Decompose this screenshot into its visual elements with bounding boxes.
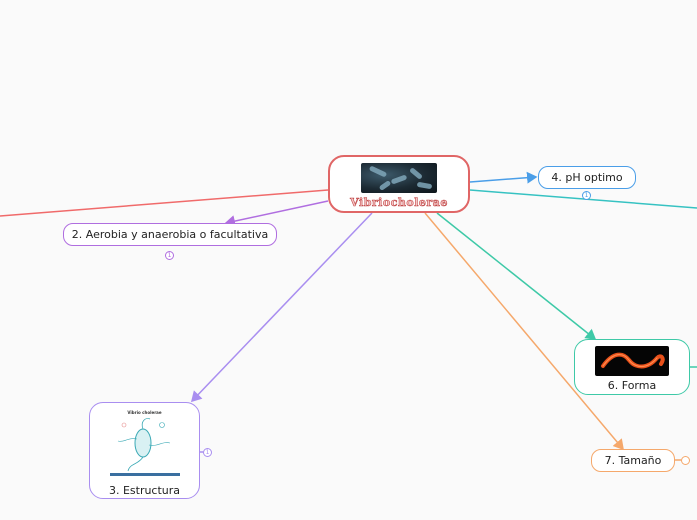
topic-tamano[interactable]: 7. Tamaño	[591, 449, 675, 472]
central-topic[interactable]: Vibriocholerae	[328, 155, 470, 213]
topic-ph-label: 4. pH optimo	[551, 171, 623, 184]
topic-estructura-label: 3. Estructura	[108, 484, 181, 497]
link-ph	[469, 171, 538, 184]
topic-ph-optimo[interactable]: 4. pH optimo	[538, 166, 636, 189]
link-tamano	[424, 212, 624, 451]
topic-aerobia-label: 2. Aerobia y anaerobia o facultativa	[71, 228, 269, 241]
link-estructura	[190, 212, 373, 403]
topic-tamano-label: 7. Tamaño	[604, 454, 662, 467]
collapse-toggle-tamano[interactable]	[681, 456, 690, 465]
collapse-toggle-estructura[interactable]: 1	[203, 448, 212, 457]
link-offscreen-left	[0, 189, 329, 217]
central-topic-title: Vibriocholerae	[350, 196, 448, 210]
structure-diagram-title: Vibrio cholerae	[127, 410, 162, 415]
topic-aerobia[interactable]: 2. Aerobia y anaerobia o facultativa	[63, 223, 277, 246]
collapse-toggle-ph[interactable]: 1	[582, 191, 591, 200]
spiral-bacteria-image	[595, 346, 669, 376]
topic-forma-label: 6. Forma	[607, 379, 657, 392]
link-aerobia	[224, 200, 329, 227]
spiral-bacteria-drawing	[601, 352, 665, 369]
topic-forma[interactable]: 6. Forma	[574, 339, 690, 395]
structure-diagram-drawing	[109, 418, 180, 476]
topic-estructura[interactable]: Vibrio cholerae 3. Estructura	[89, 402, 200, 499]
link-forma	[436, 212, 597, 340]
bacteria-microscope-image	[361, 163, 437, 193]
collapse-toggle-aerobia[interactable]: 1	[165, 251, 174, 260]
vibrio-structure-diagram: Vibrio cholerae	[109, 410, 180, 480]
